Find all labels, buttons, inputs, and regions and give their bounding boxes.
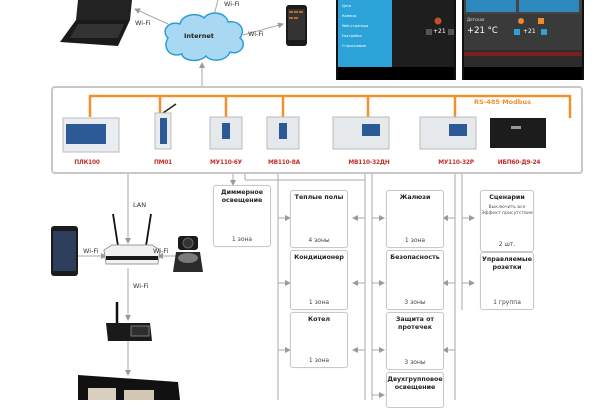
wifi-link-phone — [242, 22, 284, 36]
wifi-label-bridge: Wi-Fi — [133, 282, 149, 290]
device-label-mu110-6u: МУ110-6У — [210, 158, 242, 166]
tablet-left — [336, 0, 456, 80]
wifi-label-top: Wi-Fi — [224, 0, 240, 8]
device-label-ibp60: ИБП60-Д9-24 — [497, 158, 541, 166]
tablet-left-menu: Дети Камеры Web-страница Настройки О про… — [342, 1, 368, 51]
internet-cloud — [164, 12, 244, 62]
ip-camera-icon — [173, 236, 203, 272]
tablet-right-room: Детская — [467, 17, 485, 22]
device-label-mv110-8a: МВ110-8А — [268, 158, 300, 166]
device-label-plk100: ПЛК100 — [74, 158, 100, 166]
wifi-link-laptop — [134, 8, 169, 25]
card-scenes: Сценарии Выключить все Эффект присутстви… — [480, 190, 534, 252]
device-ibp60-image — [490, 118, 546, 148]
wifi-bridge-icon — [106, 302, 152, 341]
wifi-router-icon — [103, 213, 161, 265]
device-plk100-image — [62, 117, 120, 153]
card-dimmer: Диммерное освещение 1 зона — [213, 185, 271, 247]
device-label-mu110-32r: МУ110-32Р — [438, 158, 474, 166]
card-blinds: Жалюзи 1 зона — [386, 190, 444, 248]
card-twogroup: Двухгрупповое освещение — [386, 372, 444, 408]
device-mu110-6u-image — [209, 116, 243, 150]
device-mv110-8a-image — [266, 116, 300, 150]
device-mv110-32dn-image — [332, 116, 390, 150]
rs485-label: RS-485 Modbus — [474, 98, 531, 106]
menu-item[interactable]: Камеры — [342, 14, 357, 18]
menu-item[interactable]: Дети — [342, 4, 352, 8]
menu-item[interactable]: Web-страница — [342, 24, 369, 28]
card-floors: Теплые полы 4 зоны — [290, 190, 348, 248]
menu-item[interactable]: О программе — [342, 44, 367, 48]
device-label-pm01: ПМ01 — [153, 158, 173, 166]
wifi-label-camera: Wi-Fi — [153, 247, 169, 255]
card-ac: Кондиционер 1 зона — [290, 250, 348, 310]
tv-screen-icon — [78, 375, 180, 400]
controller-frame — [51, 86, 583, 174]
card-security: Безопасность 3 зоны — [386, 250, 444, 310]
tablet-right — [462, 0, 584, 80]
tablet-right-setpoint: +21 — [523, 28, 536, 35]
rs485-bus — [88, 94, 572, 118]
card-sockets: Управляемые розетки 1 группа — [480, 252, 534, 310]
internet-label: Internet — [184, 32, 214, 40]
tablet-right-temp: +21 °C — [467, 26, 498, 36]
device-mu110-32r-image — [419, 116, 477, 150]
wifi-label-phone: Wi-Fi — [248, 30, 264, 38]
card-boiler: Котел 1 зона — [290, 312, 348, 368]
laptop-icon — [60, 0, 132, 46]
card-leak: Защита от протечек 3 зоны — [386, 312, 444, 370]
lan-label: LAN — [133, 201, 147, 209]
device-label-mv110-32dn: МВ110-32ДН — [348, 158, 390, 166]
wifi-label-laptop: Wi-Fi — [135, 19, 151, 27]
device-pm01-image — [154, 103, 177, 150]
menu-item[interactable]: Настройки — [342, 34, 362, 38]
wifi-label-left-phone: Wi-Fi — [83, 247, 99, 255]
tablet-left-temp: +21 — [433, 28, 446, 35]
smartphone-icon — [286, 5, 307, 46]
left-smartphone-icon — [51, 226, 78, 276]
